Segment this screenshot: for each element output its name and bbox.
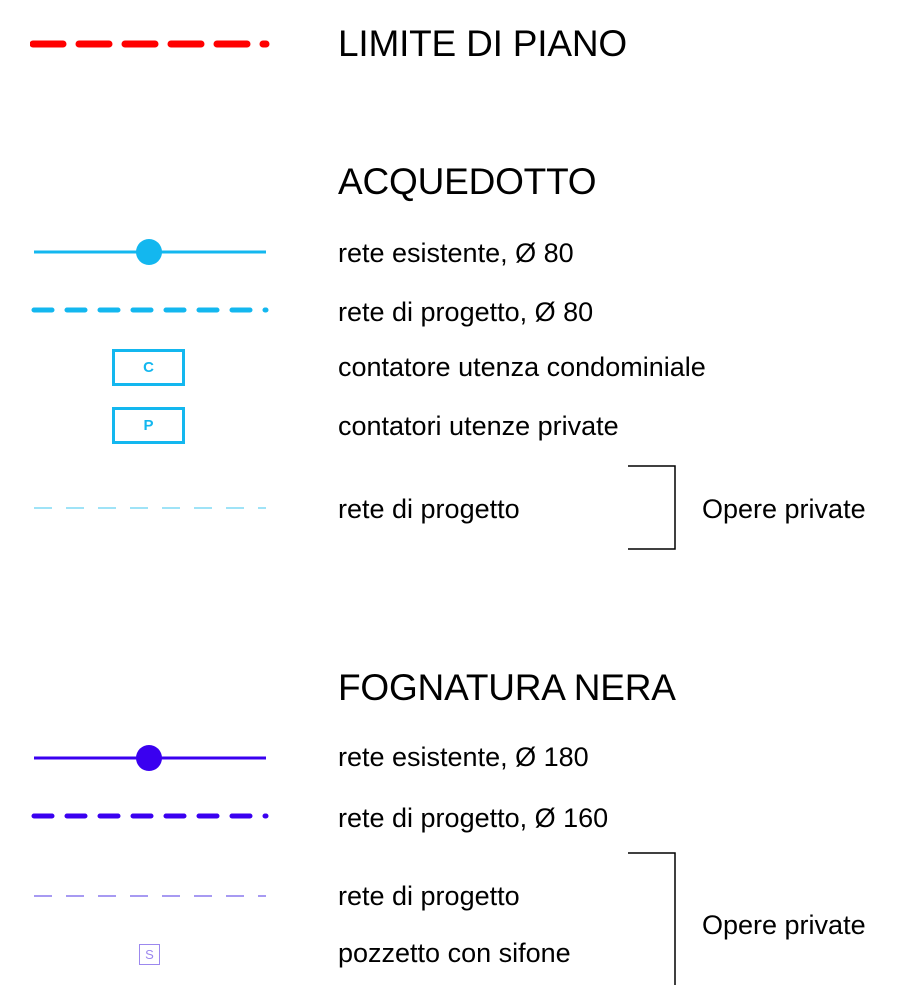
acquedotto-private-network-symbol	[34, 507, 266, 509]
private-meters-symbol: P	[112, 407, 185, 444]
limite-di-piano-line-symbol	[30, 40, 270, 48]
fognatura-project-network-label: rete di progetto, Ø 160	[338, 803, 609, 833]
acquedotto-title: ACQUEDOTTO	[338, 161, 597, 202]
fognatura-title: FOGNATURA NERA	[338, 667, 676, 708]
fognatura-project-network-symbol	[31, 813, 269, 819]
fognatura-private-works-label: Opere private	[702, 910, 866, 940]
condominium-meter-symbol-text: C	[143, 359, 154, 376]
fognatura-existing-network-symbol	[34, 745, 266, 771]
acquedotto-project-network-label: rete di progetto, Ø 80	[338, 297, 594, 327]
siphon-manhole-symbol: S	[139, 944, 160, 965]
acquedotto-project-network-symbol	[31, 307, 269, 313]
acquedotto-existing-network-symbol	[34, 239, 266, 265]
acquedotto-private-network-label: rete di progetto	[338, 494, 520, 524]
acquedotto-existing-network-label: rete esistente, Ø 80	[338, 238, 574, 268]
fognatura-existing-network-label: rete esistente, Ø 180	[338, 742, 589, 772]
fognatura-private-works-bracket	[628, 852, 676, 985]
fognatura-private-network-symbol	[34, 895, 266, 897]
acquedotto-private-works-label: Opere private	[702, 494, 866, 524]
private-meters-symbol-text: P	[143, 417, 154, 434]
condominium-meter-symbol: C	[112, 349, 185, 386]
fognatura-private-network-label: rete di progetto	[338, 881, 520, 911]
condominium-meter-label: contatore utenza condominiale	[338, 352, 706, 382]
acquedotto-private-works-bracket	[628, 465, 676, 550]
limite-di-piano-label: LIMITE DI PIANO	[338, 23, 627, 64]
siphon-manhole-symbol-text: S	[145, 947, 154, 962]
private-meters-label: contatori utenze private	[338, 411, 619, 441]
siphon-manhole-label: pozzetto con sifone	[338, 938, 571, 968]
